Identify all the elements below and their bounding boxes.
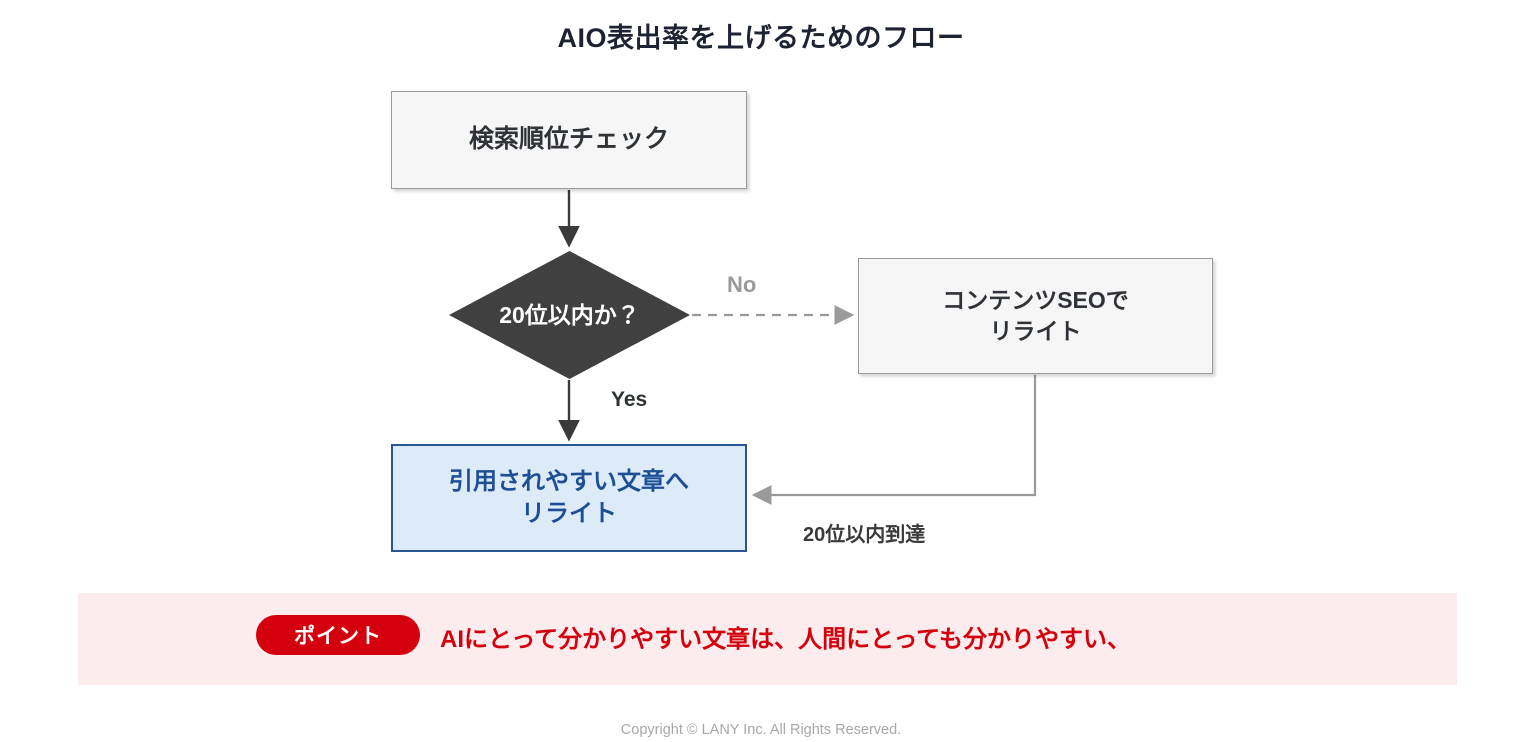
point-badge: ポイント	[256, 615, 420, 655]
flow-node-quote-rewrite-label-line2: リライト	[521, 500, 617, 527]
flow-node-decision-top20-label: 20位以内か？	[499, 301, 640, 328]
flowchart: 検索順位チェック 20位以内か？ コンテンツSEOで リライト 引用されやすい文…	[391, 91, 1213, 552]
point-message: AIにとって分かりやすい文章は、人間にとっても分かりやすい、	[440, 626, 1131, 653]
flow-node-seo-rewrite-text: コンテンツSEOで リライト	[942, 285, 1129, 347]
flow-node-rank-check[interactable]: 検索順位チェック	[391, 91, 747, 189]
flow-node-quote-rewrite[interactable]: 引用されやすい文章へ リライト	[391, 444, 747, 552]
edge-seorewrite-to-quoterewrite	[751, 375, 1037, 505]
flow-connectors	[558, 190, 1037, 505]
page-title: AIO表出率を上げるためのフロー	[557, 23, 965, 53]
footer-copyright: Copyright © LANY Inc. All Rights Reserve…	[620, 722, 902, 738]
edge-label-no: No	[727, 272, 757, 297]
point-banner: ポイント AIにとって分かりやすい文章は、人間にとっても分かりやすい、	[78, 593, 1457, 685]
flow-node-rank-check-label: 検索順位チェック	[468, 125, 669, 154]
edge-label-yes: Yes	[611, 388, 648, 411]
flow-node-seo-rewrite-label-line2: リライト	[989, 318, 1082, 344]
edge-label-reach-top20: 20位以内到達	[803, 524, 926, 546]
flow-node-seo-rewrite[interactable]: コンテンツSEOで リライト	[858, 258, 1213, 374]
flow-node-seo-rewrite-label-line1: コンテンツSEOで	[942, 287, 1129, 314]
flow-node-quote-rewrite-text: 引用されやすい文章へ リライト	[449, 466, 689, 530]
flow-node-decision-top20[interactable]: 20位以内か？	[449, 251, 690, 379]
flow-node-quote-rewrite-label-line1: 引用されやすい文章へ	[449, 467, 689, 495]
